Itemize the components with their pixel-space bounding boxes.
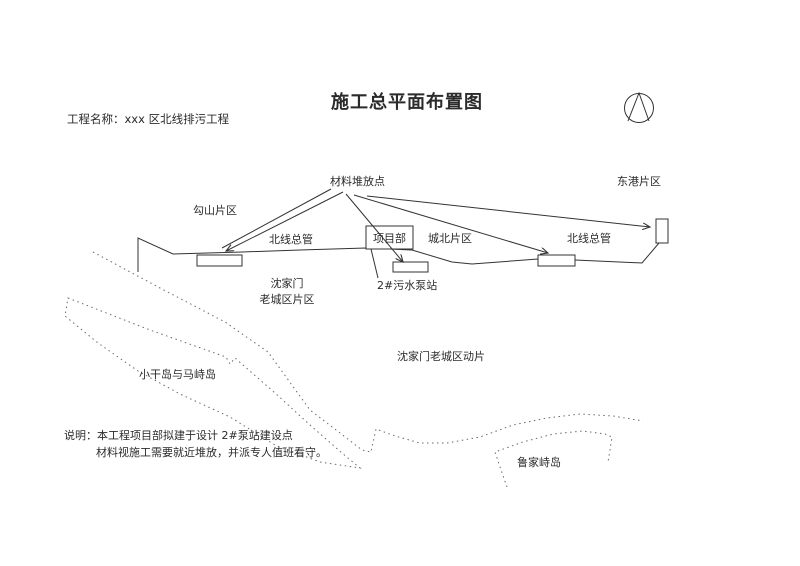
leader-east-stockpile — [353, 194, 548, 253]
leader-donggang — [366, 195, 650, 227]
project-name: 工程名称：xxx 区北线排污工程 — [67, 112, 230, 126]
drawing-title: 施工总平面布置图 — [331, 92, 483, 113]
stockpile-west-rect — [196, 254, 243, 267]
leader-pump — [345, 193, 403, 262]
donggang-stockpile-rect — [655, 218, 669, 244]
note-line-1: 说明：本工程项目部拟建于设计 2#泵站建设点 — [64, 429, 293, 442]
mainland-coastline — [92, 251, 644, 453]
material-stockpile-label: 材料堆放点 — [330, 175, 385, 188]
project-office-label: 项目部 — [373, 231, 406, 245]
region-goushan-label: 勾山片区 — [193, 204, 237, 217]
north-main-pipe-west-label: 北线总管 — [269, 233, 313, 246]
region-shenjiamen-old-town-label: 沈家门老城区动片 — [397, 350, 485, 363]
north-main-pipe-east-label: 北线总管 — [567, 232, 611, 245]
region-shenjiamen-line1: 沈家门 — [270, 277, 304, 290]
pump-station-label: 2#污水泵站 — [377, 279, 438, 292]
pump-label-leader — [370, 248, 379, 279]
region-chengbei-label: 城北片区 — [428, 232, 472, 245]
lujiazhi-island-label: 鲁家峙岛 — [517, 456, 561, 469]
xiaogan-mazhi-island-outline — [64, 297, 362, 469]
pump-station-rect — [392, 261, 429, 273]
leader-west-b — [226, 191, 344, 251]
xiaogan-mazhi-island-label: 小干岛与马峙岛 — [139, 368, 216, 381]
north-arrow-icon — [624, 91, 654, 123]
region-shenjiamen-label: 沈家门 老城区片区 — [252, 276, 322, 308]
region-donggang-label: 东港片区 — [617, 175, 661, 188]
region-shenjiamen-line2: 老城区片区 — [259, 293, 315, 306]
note-line-2: 材料视施工需要就近堆放，并派专人值班看守。 — [96, 446, 327, 459]
leader-west-a — [221, 188, 332, 249]
stockpile-east-rect — [537, 254, 576, 267]
